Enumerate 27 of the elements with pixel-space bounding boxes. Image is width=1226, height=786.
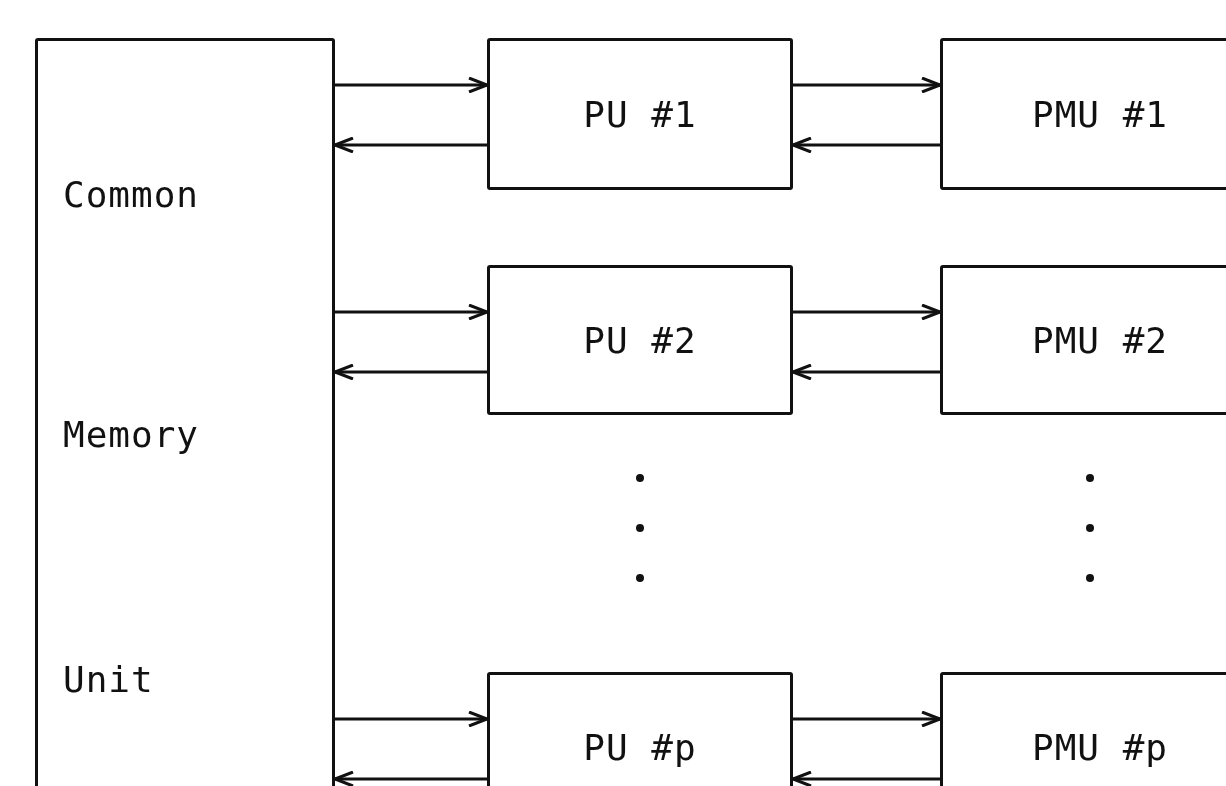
unit-label: PMU #2 [1031,319,1168,361]
arrow [335,303,489,321]
unit-box [487,38,793,190]
arrow [791,770,940,786]
arrow [793,303,942,321]
unit-label: PMU #p [1031,726,1168,768]
arrow [333,363,487,381]
arrow [793,76,942,94]
unit-label: PU #p [583,726,697,768]
arrow [335,76,489,94]
unit-label: PU #1 [583,93,697,135]
unit-box [487,672,793,786]
memory-unit-box [35,38,335,786]
unit-box [940,265,1226,415]
unit-label: PMU #1 [1031,93,1168,135]
unit-label: PU #2 [583,319,697,361]
unit-box [487,265,793,415]
arrow [793,710,942,728]
arrow [333,136,487,154]
unit-label: Unit [63,659,154,700]
unit-label: Common [63,174,200,215]
arrow [791,136,940,154]
arrow [791,363,940,381]
arrow [335,710,489,728]
arrow [333,770,487,786]
unit-label: Memory [63,414,200,455]
unit-box [940,38,1226,190]
